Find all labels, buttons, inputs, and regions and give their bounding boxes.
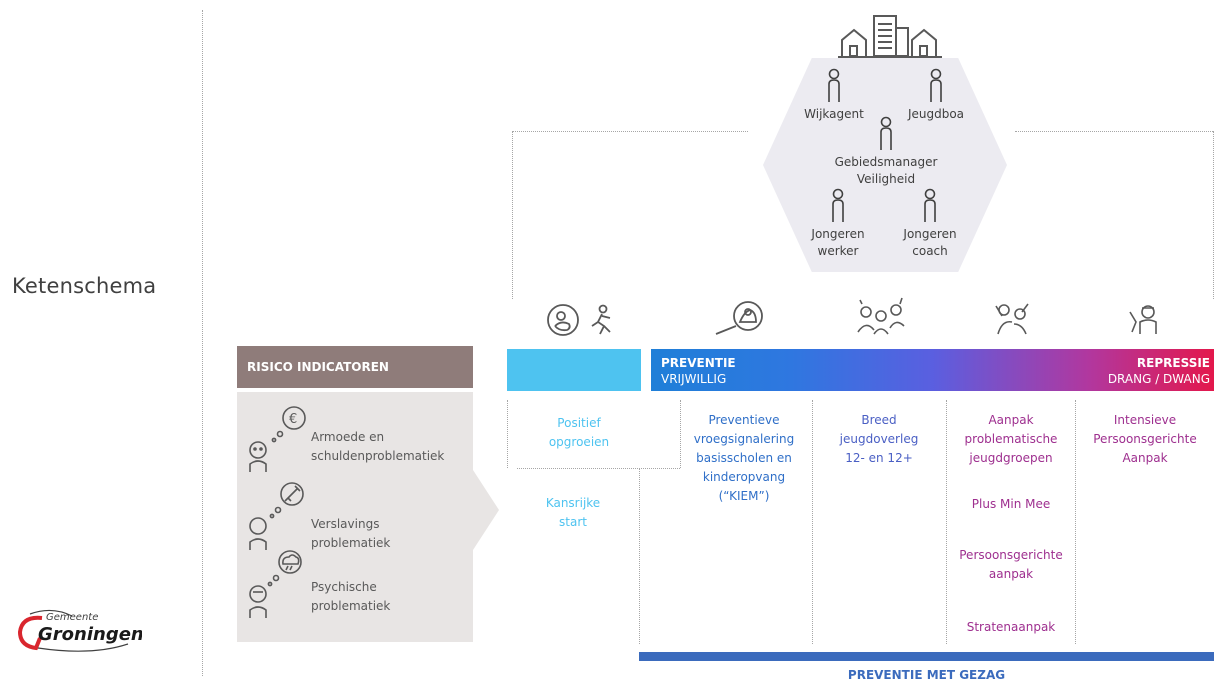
- column-plus-min-mee: Plus Min Mee: [948, 495, 1074, 514]
- column-line: Kansrijke: [545, 496, 601, 510]
- risk-item-psychisch: Psychische problematiek: [311, 578, 390, 616]
- column-line: Preventieve: [708, 413, 780, 427]
- risk-item-line: Armoede en: [311, 430, 385, 444]
- column-persoonsgerichte-aanpak: Persoonsgerichte aanpak: [948, 546, 1074, 584]
- bar-left-labels: PREVENTIE VRIJWILLIG: [661, 355, 736, 387]
- risk-arrow: [473, 470, 499, 550]
- gemeente-groningen-logo: Gemeente Groningen: [17, 609, 142, 652]
- column-line: jeugdoverleg: [839, 432, 919, 446]
- column-line: aanpak: [988, 567, 1034, 581]
- frame-line-left: [512, 131, 748, 132]
- column-line: problematische: [964, 432, 1058, 446]
- column-separator-horizontal: [517, 468, 680, 469]
- column-line: start: [559, 515, 587, 529]
- column-positief-opgroeien: Positief opgroeien: [520, 414, 638, 452]
- role-label: Jeugdboa: [907, 107, 965, 121]
- role-wijkagent: Wijkagent: [798, 68, 870, 123]
- column-separator: [507, 400, 508, 468]
- person-icon: [832, 188, 844, 222]
- column-line: Aanpak: [1122, 451, 1168, 465]
- frame-line-right: [1015, 131, 1213, 132]
- hexagon-team-background: [763, 58, 1007, 272]
- risk-item-line: schuldenproblematiek: [311, 449, 445, 463]
- column-kansrijke-start: Kansrijke start: [520, 494, 626, 532]
- role-label: Jongeren: [811, 227, 865, 241]
- person-icon: [930, 68, 942, 102]
- bar-drang-label: DRANG / DWANG: [1107, 372, 1210, 386]
- column-separator: [1075, 400, 1076, 644]
- risk-item-line: problematiek: [311, 536, 391, 550]
- column-intensieve-aanpak: Intensieve Persoonsgerichte Aanpak: [1077, 411, 1213, 468]
- frame-vertical-right: [1213, 131, 1214, 299]
- role-label: werker: [817, 244, 859, 258]
- person-icon: [924, 188, 936, 222]
- role-jongerenwerker: Jongeren werker: [800, 188, 876, 260]
- column-line: Stratenaanpak: [966, 620, 1056, 634]
- column-line: Plus Min Mee: [971, 497, 1051, 511]
- bar-preventie-label: PREVENTIE: [661, 356, 736, 370]
- role-label: Wijkagent: [804, 107, 864, 121]
- column-stratenaanpak: Stratenaanpak: [948, 618, 1074, 637]
- column-line: Intensieve: [1113, 413, 1177, 427]
- column-line: Persoonsgerichte: [1093, 432, 1197, 446]
- column-aanpak-jeugdgroepen: Aanpak problematische jeugdgroepen: [948, 411, 1074, 468]
- left-separator: [202, 10, 203, 676]
- column-line: basisscholen en: [696, 451, 792, 465]
- preventie-met-gezag-bar: [639, 652, 1214, 661]
- column-line: jeugdgroepen: [969, 451, 1053, 465]
- prevention-repression-bar: [651, 349, 1214, 391]
- column-line: Aanpak: [988, 413, 1034, 427]
- preventie-met-gezag-label: PREVENTIE MET GEZAG: [847, 668, 1006, 682]
- stage-bar-early: [507, 349, 641, 391]
- logo-groningen-text: Groningen: [38, 624, 142, 645]
- column-separator: [946, 400, 947, 644]
- role-jongerencoach: Jongeren coach: [892, 188, 968, 260]
- svg-text:€: €: [289, 412, 297, 427]
- column-preventieve-vroegsignalering: Preventieve vroegsignalering basisschole…: [680, 411, 808, 506]
- column-line: Positief: [557, 416, 601, 430]
- magnifier-icon: [715, 301, 763, 335]
- column-line: kinderopvang: [702, 470, 786, 484]
- column-breed-jeugdoverleg: Breed jeugdoverleg 12- en 12+: [814, 411, 944, 468]
- logo-gemeente-text: Gemeente: [46, 612, 98, 623]
- column-separator: [812, 400, 813, 644]
- storm-cloud-thought-icon: [249, 550, 302, 618]
- column-line: opgroeien: [548, 435, 610, 449]
- person-icon: [880, 116, 892, 150]
- column-separator: [639, 468, 640, 644]
- bar-right-labels: REPRESSIE DRANG / DWANG: [1108, 355, 1210, 387]
- risk-item-armoede: Armoede en schuldenproblematiek: [311, 428, 444, 466]
- role-jeugdboa: Jeugdboa: [900, 68, 972, 123]
- baby-icon: [547, 304, 579, 336]
- person-icon: [828, 68, 840, 102]
- column-line: vroegsignalering: [693, 432, 795, 446]
- buildings-icon: [838, 15, 942, 58]
- youth-group-icon: [857, 297, 905, 335]
- role-label: Jongeren: [903, 227, 957, 241]
- syringe-thought-icon: [249, 482, 304, 550]
- role-label: coach: [912, 244, 948, 258]
- arrest-icon: [1129, 305, 1157, 334]
- bar-repressie-label: REPRESSIE: [1136, 356, 1210, 370]
- column-line: Breed: [861, 413, 897, 427]
- running-child-icon: [591, 304, 611, 335]
- role-label: Gebiedsmanager: [834, 155, 938, 169]
- risk-indicators-panel: [237, 392, 473, 642]
- risk-item-line: problematiek: [311, 599, 391, 613]
- page-title: Ketenschema: [12, 274, 157, 298]
- risk-item-verslaving: Verslavings problematiek: [311, 515, 390, 553]
- role-label: Veiligheid: [856, 172, 916, 186]
- fighting-icon: [995, 303, 1029, 335]
- column-line: Persoonsgerichte: [959, 548, 1063, 562]
- risk-item-line: Verslavings: [311, 517, 380, 531]
- column-line: 12- en 12+: [845, 451, 913, 465]
- column-line: (“KIEM”): [718, 489, 770, 503]
- bar-vrijwillig-label: VRIJWILLIG: [661, 372, 727, 386]
- risk-indicators-header: RISICO INDICATOREN: [237, 346, 473, 388]
- frame-vertical-left: [512, 131, 513, 299]
- money-thought-icon: €: [249, 406, 306, 472]
- risk-item-line: Psychische: [311, 580, 377, 594]
- column-separator: [680, 400, 681, 468]
- role-gebiedsmanager: Gebiedsmanager Veiligheid: [826, 116, 946, 188]
